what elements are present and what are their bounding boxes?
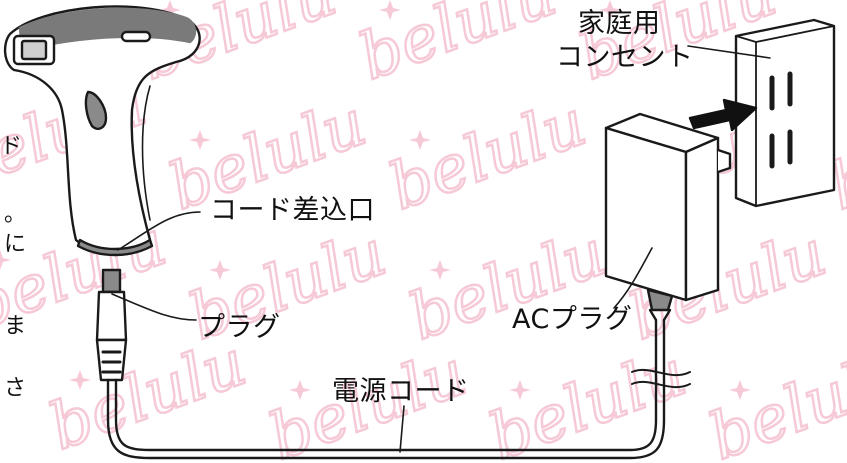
- watermark-sparkle-icon: [69, 370, 91, 390]
- side-text-5: さ: [4, 376, 27, 401]
- watermark-sparkle-icon: [289, 380, 311, 400]
- wall-outlet: [734, 18, 836, 208]
- label-power-cord: 電源コード: [332, 376, 470, 407]
- watermark-sparkle-icon: [159, 0, 181, 20]
- watermark-text: belulu: [840, 216, 847, 355]
- watermark-sparkle-icon: [729, 380, 751, 400]
- watermark-sparkle-icon: [599, 0, 621, 20]
- dc-plug: [95, 268, 666, 460]
- watermark-sparkle-icon: [409, 130, 431, 150]
- leader-power-cord: [399, 405, 405, 453]
- watermark-sparkle-icon: [429, 260, 451, 280]
- leader-plug: [111, 293, 197, 321]
- label-ac-plug: ACプラグ: [512, 304, 633, 335]
- leader-ac-plug: [613, 247, 653, 309]
- watermark-sparkle-icon: [209, 260, 231, 280]
- leader-outlet: [687, 45, 771, 59]
- side-text-1: ド: [0, 134, 23, 159]
- side-text-2: 。: [4, 202, 27, 227]
- watermark-sparkle-icon: [509, 380, 531, 400]
- ac-adapter: [604, 112, 732, 322]
- label-plug: プラグ: [198, 312, 281, 343]
- insert-arrow-icon: [688, 98, 758, 132]
- leader-cord-port: [117, 211, 201, 251]
- watermark-sparkle-icon: [0, 250, 11, 270]
- watermark-sparkle-icon: [189, 130, 211, 150]
- device: [3, 5, 201, 257]
- label-cord-port: コード差込口: [210, 195, 375, 226]
- watermark-sparkle-icon: [379, 0, 401, 20]
- label-outlet-line1: 家庭用: [578, 8, 661, 39]
- side-text-4: ま: [4, 314, 27, 339]
- side-text-3: に: [4, 232, 27, 257]
- label-outlet-line2: コンセント: [556, 42, 694, 73]
- cord-break: [631, 368, 691, 389]
